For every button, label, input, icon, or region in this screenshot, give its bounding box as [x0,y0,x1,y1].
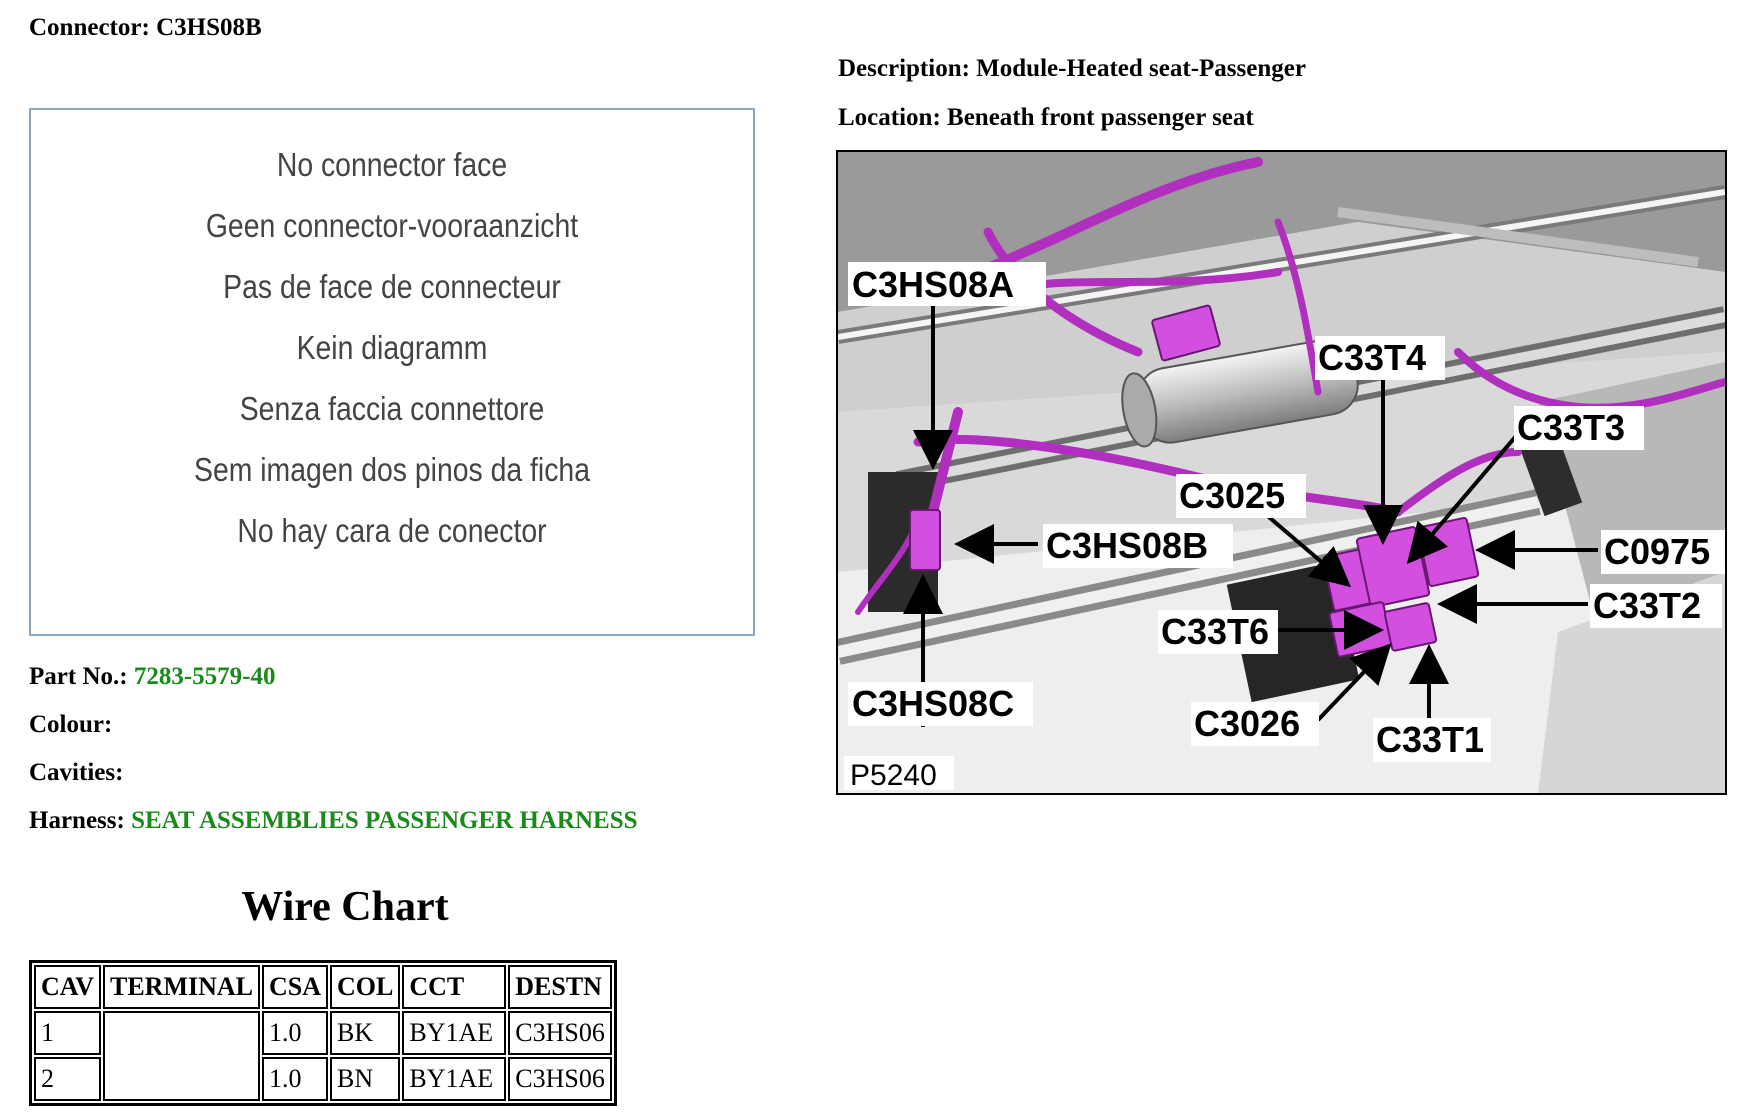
callout-c33t2: C33T2 [1593,585,1701,626]
location-illustration: C3HS08A C3HS08B C3HS08C C33T4 C33T3 C302… [838,152,1725,793]
part-no-link[interactable]: 7283-5579-40 [133,663,276,690]
harness-label: Harness: [29,807,125,834]
callout-c0975: C0975 [1604,531,1710,572]
wire-table: CAV TERMINAL CSA COL CCT DESTN 1 1.0 BK … [29,960,617,1106]
colour-field: Colour: [29,711,112,739]
callout-c3hs08c: C3HS08C [852,683,1014,724]
callout-c33t6: C33T6 [1161,611,1269,652]
col-csa: CSA [262,965,329,1009]
face-text-fr: Pas de face de connecteur [223,268,561,305]
callout-c3hs08b: C3HS08B [1046,525,1208,566]
cell-csa: 1.0 [262,1011,329,1055]
location-photo: C3HS08A C3HS08B C3HS08C C33T4 C33T3 C302… [836,150,1727,795]
cell-col: BN [330,1057,401,1101]
col-terminal: TERMINAL [102,965,260,1009]
col-col: COL [330,965,401,1009]
harness-field: Harness: SEAT ASSEMBLIES PASSENGER HARNE… [29,807,638,835]
callout-c3hs08a: C3HS08A [852,264,1014,305]
callout-c33t1: C33T1 [1376,719,1484,760]
face-text-pt: Sem imagen dos pinos da ficha [194,451,590,488]
callout-c3025: C3025 [1179,475,1285,516]
description-value: Module-Heated seat-Passenger [976,55,1306,82]
face-text-es: No hay cara de conector [237,512,547,549]
cell-terminal [102,1011,260,1101]
callout-c33t3: C33T3 [1517,407,1625,448]
connector-field: Connector: C3HS08B [29,14,262,42]
cell-destn: C3HS06 [508,1057,612,1101]
location-label: Location: [838,104,941,131]
harness-link[interactable]: SEAT ASSEMBLIES PASSENGER HARNESS [131,807,638,834]
connector-face-box: No connector face Geen connector-vooraan… [29,108,755,636]
figure-code: P5240 [850,759,937,792]
cavities-field: Cavities: [29,759,123,787]
description-label: Description: [838,55,970,82]
location-value: Beneath front passenger seat [947,104,1254,131]
callout-c3026: C3026 [1194,703,1300,744]
connector-label: Connector: [29,14,150,41]
face-text-nl: Geen connector-vooraanzicht [205,207,579,244]
location-field: Location: Beneath front passenger seat [838,104,1254,132]
cell-col: BK [330,1011,401,1055]
wire-table-header: CAV TERMINAL CSA COL CCT DESTN [34,965,612,1009]
colour-label: Colour: [29,711,113,738]
cell-destn: C3HS06 [508,1011,612,1055]
connector-value: C3HS08B [156,14,262,41]
cell-cav: 2 [34,1057,101,1101]
wire-chart-title: Wire Chart [241,884,449,930]
callout-c33t4: C33T4 [1318,337,1426,378]
col-destn: DESTN [508,965,612,1009]
cell-csa: 1.0 [262,1057,329,1101]
table-row: 1 1.0 BK BY1AE C3HS06 [34,1011,612,1101]
col-cct: CCT [402,965,507,1009]
table-row: 2 1.0 BN BY1AE C3HS06 [34,1057,612,1101]
cavities-label: Cavities: [29,759,124,786]
face-text-de: Kein diagramm [296,329,488,366]
col-cav: CAV [34,965,101,1009]
part-no-field: Part No.: 7283-5579-40 [29,663,275,691]
face-text-it: Senza faccia connettore [239,390,545,427]
face-text-en: No connector face [276,146,508,183]
cell-cct: BY1AE [402,1057,507,1101]
description-field: Description: Module-Heated seat-Passenge… [838,55,1306,83]
cell-cav: 1 [34,1011,101,1055]
cell-cct: BY1AE [402,1011,507,1055]
part-no-label: Part No.: [29,663,128,690]
